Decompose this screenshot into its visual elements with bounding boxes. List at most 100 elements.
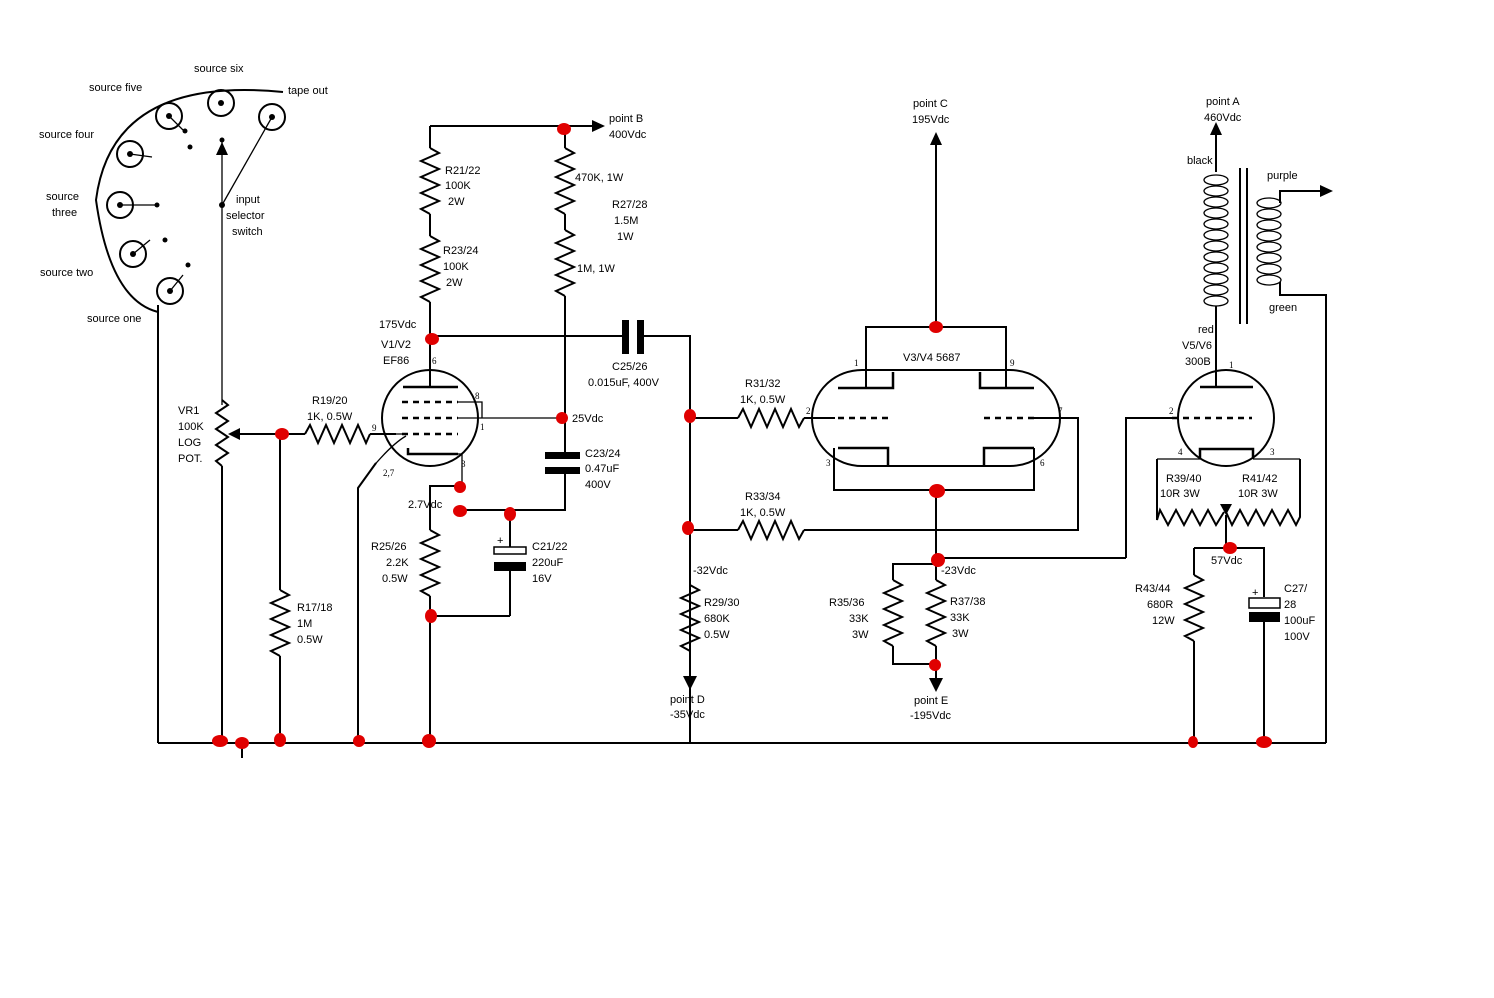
r33-value: 1K, 0.5W bbox=[740, 507, 786, 519]
c21-value: 220uF bbox=[532, 557, 563, 569]
v1-pin-6: 6 bbox=[432, 356, 437, 366]
v3-pin-6: 6 bbox=[1040, 458, 1045, 468]
r27-value: 1.5M bbox=[614, 215, 638, 227]
r27-label: R27/28 bbox=[612, 199, 647, 211]
r17-label: R17/18 bbox=[297, 602, 332, 614]
v1-pin-8: 8 bbox=[475, 391, 480, 401]
v3-label: V3/V4 5687 bbox=[903, 352, 961, 364]
r35-label: R35/36 bbox=[829, 597, 864, 609]
c21-voltage: 16V bbox=[532, 573, 552, 585]
vr1-label: VR1 bbox=[178, 405, 199, 417]
point-d-voltage: -35Vdc bbox=[670, 709, 705, 721]
v5-pin-2: 2 bbox=[1169, 406, 1174, 416]
r23-power: 2W bbox=[446, 277, 463, 289]
v2-7-label: 2.7Vdc bbox=[408, 499, 443, 511]
c27-label-2: 28 bbox=[1284, 599, 1296, 611]
v1-type: EF86 bbox=[383, 355, 409, 367]
r27b-value: 1M, 1W bbox=[577, 263, 616, 275]
primary-winding bbox=[1203, 174, 1229, 307]
v25-label: 25Vdc bbox=[572, 413, 604, 425]
vm32-label: -32Vdc bbox=[693, 565, 728, 577]
v3-pin-9: 9 bbox=[1010, 358, 1015, 368]
purple-out-arrow-icon bbox=[1320, 185, 1333, 197]
r19-value: 1K, 0.5W bbox=[307, 411, 353, 423]
r29-label: R29/30 bbox=[704, 597, 739, 609]
v5-label: V5/V6 bbox=[1182, 340, 1212, 352]
r43-label: R43/44 bbox=[1135, 583, 1170, 595]
r21-power: 2W bbox=[448, 196, 465, 208]
c23-voltage: 400V bbox=[585, 479, 611, 491]
r17-value: 1M bbox=[297, 618, 312, 630]
label-tape-out: tape out bbox=[288, 85, 328, 97]
r31-label: R31/32 bbox=[745, 378, 780, 390]
label-source-three-1: source bbox=[46, 191, 79, 203]
label-selector-3: switch bbox=[232, 226, 263, 238]
r41-value: 10R 3W bbox=[1238, 488, 1278, 500]
c25-value: 0.015uF, 400V bbox=[588, 377, 660, 389]
selector-arrow-icon bbox=[216, 142, 228, 155]
c23-label: C23/24 bbox=[585, 448, 620, 460]
c25-label: C25/26 bbox=[612, 361, 647, 373]
r21-value: 100K bbox=[445, 180, 471, 192]
v1-pin-1: 1 bbox=[480, 422, 485, 432]
v3-pin-1: 1 bbox=[854, 358, 859, 368]
jack-source-two bbox=[119, 237, 168, 268]
v1-label: V1/V2 bbox=[381, 339, 411, 351]
r43-power: 12W bbox=[1152, 615, 1175, 627]
v1-pin-2-7: 2,7 bbox=[383, 468, 395, 478]
point-b-label: point B bbox=[609, 113, 643, 125]
v175-label: 175Vdc bbox=[379, 319, 417, 331]
tail-resistors: -23Vdc R35/36 33K 3W R37/38 33K 3W point… bbox=[829, 417, 1172, 722]
vr1-potentiometer: VR1 100K LOG POT. bbox=[178, 399, 280, 743]
r31-value: 1K, 0.5W bbox=[740, 394, 786, 406]
v3-pin-2: 2 bbox=[806, 406, 811, 416]
secondary-winding bbox=[1256, 197, 1282, 286]
ground-rail bbox=[158, 742, 1326, 758]
point-a-arrow-icon bbox=[1210, 122, 1222, 135]
point-e-label: point E bbox=[914, 695, 948, 707]
selector-arc bbox=[94, 88, 284, 313]
r17-resistor: R17/18 1M 0.5W bbox=[268, 434, 332, 743]
c21-label: C21/22 bbox=[532, 541, 567, 553]
r25-value: 2.2K bbox=[386, 557, 409, 569]
lead-red: red bbox=[1198, 324, 1214, 336]
r31-resistor: R31/32 1K, 0.5W bbox=[690, 378, 835, 430]
label-source-three-2: three bbox=[52, 207, 77, 219]
jack-source-three bbox=[106, 191, 160, 219]
v5-type: 300B bbox=[1185, 356, 1211, 368]
c21-plus: + bbox=[497, 535, 503, 547]
jack-source-five bbox=[155, 102, 188, 134]
v5-pin-4: 4 bbox=[1178, 447, 1183, 457]
r33-resistor: R33/34 1K, 0.5W bbox=[690, 417, 1079, 542]
lead-green: green bbox=[1269, 302, 1297, 314]
output-transformer: point A 460Vdc black purple red green bbox=[1187, 96, 1333, 743]
label-source-four: source four bbox=[39, 129, 94, 141]
hum-pot-wiper-icon bbox=[1220, 504, 1232, 515]
r37-power: 3W bbox=[952, 628, 969, 640]
c27-voltage: 100V bbox=[1284, 631, 1310, 643]
plate-loads: point B 400Vdc R21/22 100K 2W R23/24 100… bbox=[379, 113, 647, 452]
tube-v5-300b: V5/V6 300B 1 2 4 3 bbox=[1157, 340, 1300, 467]
r41-label: R41/42 bbox=[1242, 473, 1277, 485]
label-selector-2: selector bbox=[226, 210, 265, 222]
r37-value: 33K bbox=[950, 612, 970, 624]
r29-power: 0.5W bbox=[704, 629, 730, 641]
cathode-network: + 2.7Vdc R25/26 2.2K 0.5W C21/22 220uF 1… bbox=[371, 485, 567, 743]
c27-value: 100uF bbox=[1284, 615, 1315, 627]
r37-label: R37/38 bbox=[950, 596, 985, 608]
c23-capacitor: C23/24 0.47uF 400V bbox=[460, 448, 620, 511]
c27-plus: + bbox=[1252, 587, 1258, 599]
point-b-arrow-icon bbox=[592, 120, 605, 132]
r27a-value: 470K, 1W bbox=[575, 172, 624, 184]
r23-label: R23/24 bbox=[443, 245, 478, 257]
v3-pin-7: 7 bbox=[1058, 406, 1063, 416]
c25-capacitor: C25/26 0.015uF, 400V bbox=[588, 320, 691, 743]
v1-pin-3: 3 bbox=[461, 459, 466, 469]
lead-purple: purple bbox=[1267, 170, 1298, 182]
jack-tape-out bbox=[221, 103, 286, 206]
hum-balance: R39/40 10R 3W R41/42 10R 3W bbox=[1156, 459, 1301, 548]
r21-label: R21/22 bbox=[445, 165, 480, 177]
tube-v3-5687: point C 195Vdc V3/V4 5687 1 9 2 7 3 6 bbox=[806, 98, 1063, 564]
point-d-label: point D bbox=[670, 694, 705, 706]
